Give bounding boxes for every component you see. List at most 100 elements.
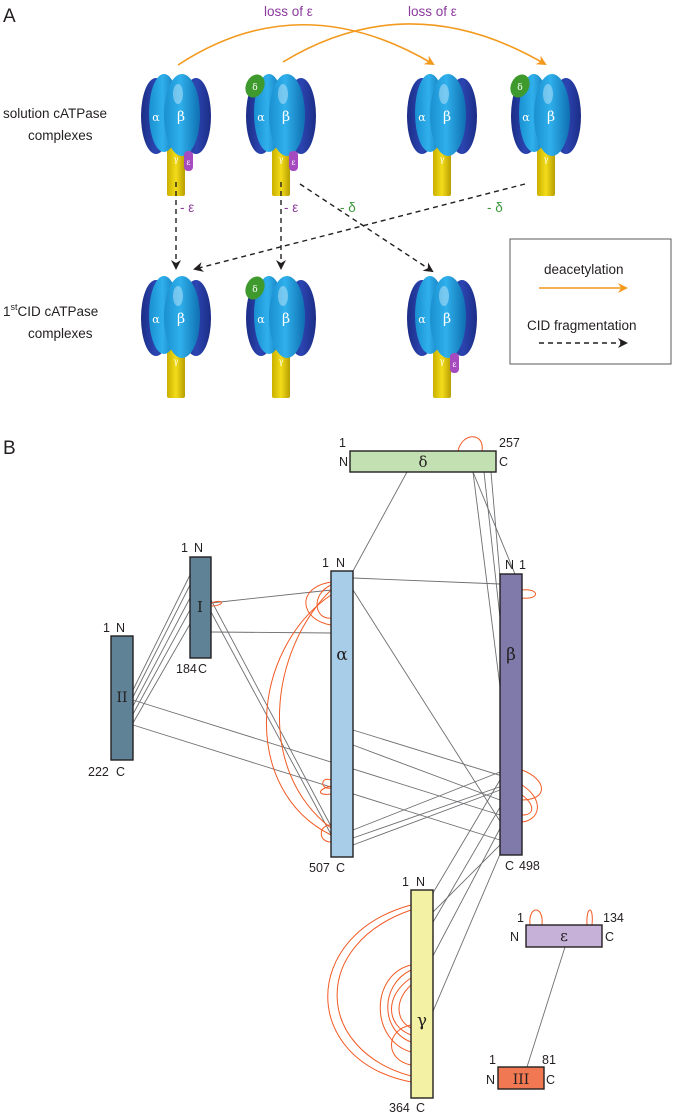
crosslink-line	[210, 631, 332, 634]
crosslink-line	[352, 471, 408, 572]
panel-a-label: A	[3, 6, 16, 27]
intra-loop	[457, 436, 483, 452]
deacetylation-arrow-2	[282, 23, 547, 66]
alpha-letter: α	[522, 111, 530, 124]
terminus-label-i-c: C	[198, 662, 207, 676]
subunit-symbol-alpha: α	[336, 645, 348, 665]
crosslink-line	[210, 589, 332, 604]
frag-label-4: - δ	[487, 200, 503, 215]
terminus-label-ii-start: 1	[103, 621, 110, 635]
epsilon-letter: ε	[291, 158, 295, 167]
crosslink-line	[132, 584, 191, 698]
terminus-label-epsilon-end: 134	[603, 911, 624, 925]
terminus-label-alpha-c: C	[336, 861, 345, 875]
panel-b-label: B	[3, 438, 16, 459]
subunit-bar-beta	[499, 573, 523, 856]
terminus-label-i-n: N	[194, 541, 203, 555]
gamma-letter: γ	[440, 155, 445, 164]
highlight	[439, 84, 449, 104]
delta-letter: δ	[252, 83, 257, 93]
delta-letter: δ	[252, 285, 257, 295]
solution-complexes-label: solution cATPase complexes	[3, 106, 111, 143]
gamma-stalk	[433, 348, 451, 398]
terminus-label-ii-c: C	[116, 765, 125, 779]
crosslink-line	[210, 611, 334, 839]
subunit-bar-ii	[110, 635, 134, 761]
alpha-letter: α	[152, 313, 160, 326]
legend-cid-fragmentation: CID fragmentation	[527, 318, 637, 333]
terminus-label-epsilon-n: N	[510, 930, 519, 944]
subunit-symbol-epsilon: ε	[560, 927, 568, 945]
intra-loop	[320, 824, 332, 843]
intra-loop	[391, 1024, 412, 1066]
beta-subunit-front	[534, 74, 570, 156]
gamma-letter: γ	[279, 357, 284, 366]
highlight	[173, 286, 183, 306]
loss-of-epsilon-label-2: loss of ε	[408, 4, 457, 19]
crosslink-line	[352, 729, 516, 781]
crosslink-line	[132, 597, 191, 707]
intra-loop	[327, 904, 412, 1083]
crosslink-line	[352, 769, 506, 831]
crosslink-line	[132, 724, 501, 841]
loss-of-epsilon-label-1: loss of ε	[264, 4, 313, 19]
frag-label-1: - ε	[180, 200, 194, 215]
gamma-letter: γ	[544, 155, 549, 164]
crosslink-line	[352, 577, 501, 585]
subunit-symbol-delta: δ	[418, 453, 427, 471]
beta-letter: β	[177, 109, 185, 125]
gamma-letter: γ	[174, 155, 179, 164]
crosslink-line	[352, 789, 501, 846]
terminus-label-beta-start: 1	[519, 558, 526, 572]
intra-loop	[521, 784, 538, 823]
gamma-stalk	[433, 146, 451, 196]
gamma-letter: γ	[174, 357, 179, 366]
highlight	[439, 286, 449, 306]
subunit-bar-epsilon	[525, 924, 603, 948]
beta-subunit-front	[269, 276, 305, 358]
crosslink-line	[352, 744, 501, 801]
intra-loops	[210, 436, 593, 1083]
legend-deacetylation: deacetylation	[544, 262, 624, 277]
intra-loop	[379, 964, 412, 1053]
deacetylation-arrow-1	[177, 24, 435, 66]
epsilon-subunit	[289, 151, 298, 171]
crosslink-line	[132, 623, 191, 724]
subunit-symbol-iii: III	[513, 1072, 530, 1088]
terminus-label-iii-n: N	[486, 1073, 495, 1087]
subunit-symbol-beta: β	[506, 645, 516, 665]
terminus-label-iii-start: 1	[489, 1053, 496, 1067]
terminus-label-gamma-n: N	[416, 875, 425, 889]
crosslink-line	[526, 946, 566, 1068]
crosslink-line	[132, 574, 191, 691]
subunit-bar-alpha	[330, 570, 354, 858]
alpha-letter: α	[257, 313, 265, 326]
gamma-stalk	[167, 348, 185, 398]
intra-loop	[210, 600, 222, 607]
epsilon-subunit	[184, 151, 193, 171]
terminus-label-beta-end: 498	[519, 859, 540, 873]
crosslink-line	[132, 699, 501, 816]
alpha-letter: α	[152, 111, 160, 124]
subunit-symbol-i: I	[197, 598, 203, 616]
terminus-label-delta-start: 1	[339, 436, 346, 450]
frag-label-3: - δ	[340, 200, 356, 215]
terminus-label-alpha-end: 507	[309, 861, 330, 875]
intra-loop	[529, 909, 543, 926]
cid-complexes-label: 1stCID cATPase complexes	[3, 302, 102, 341]
subunit-symbol-gamma: γ	[417, 1011, 427, 1031]
subunit-bar-iii	[497, 1066, 545, 1090]
epsilon-letter: ε	[186, 158, 190, 167]
epsilon-letter: ε	[452, 360, 456, 369]
crosslink-line	[472, 471, 516, 575]
gamma-stalk	[272, 146, 290, 196]
intra-loop	[279, 589, 332, 829]
cid-arrow-3	[299, 183, 434, 273]
